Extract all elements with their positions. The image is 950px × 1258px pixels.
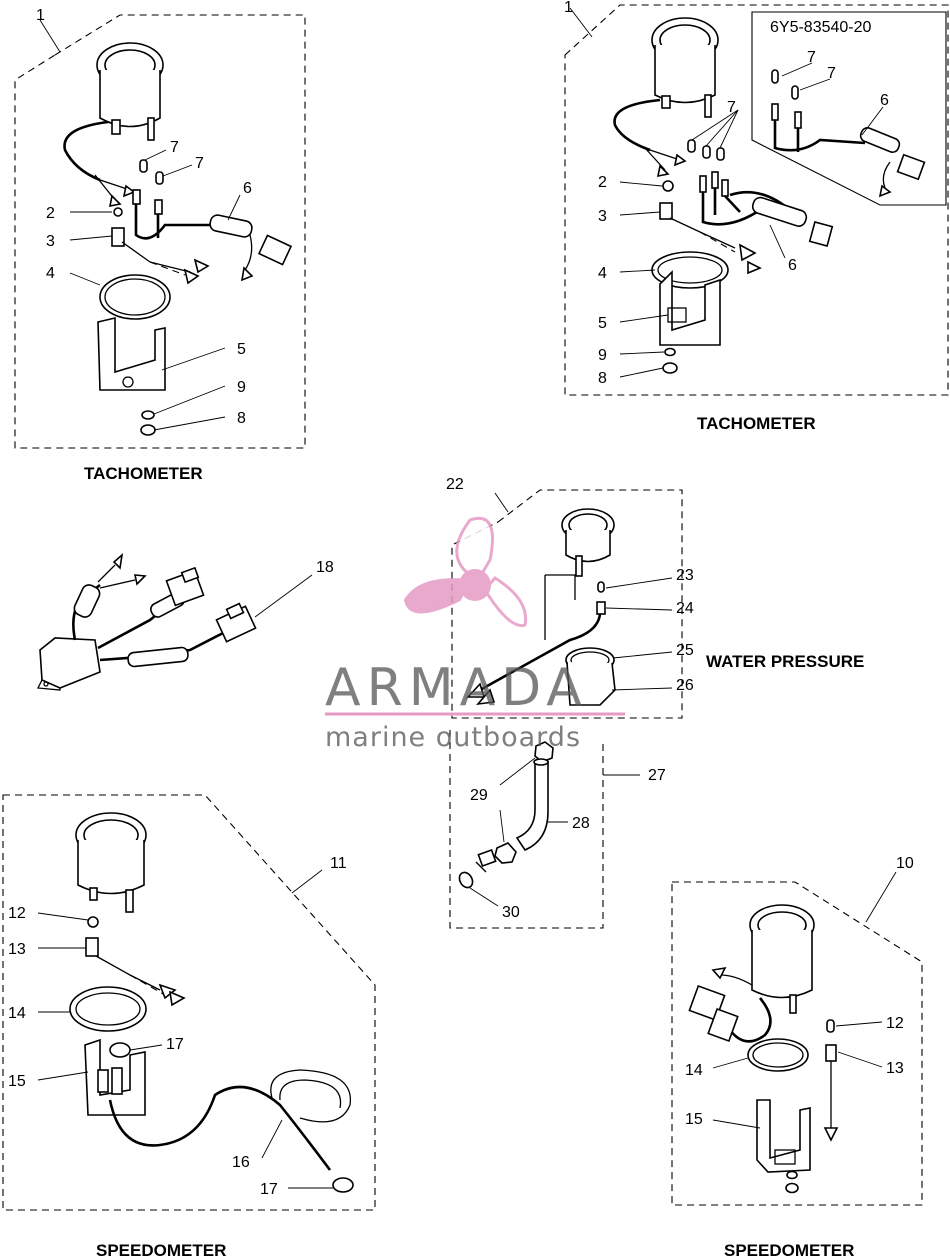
label-25: 25 [676,642,694,659]
caption-tachometer-left: TACHOMETER [84,464,203,483]
label-sl-16: 16 [232,1154,250,1171]
harness-18-assembly: 18 [36,552,334,691]
label-sl-17b: 17 [260,1181,278,1198]
label-sl-15: 15 [8,1073,26,1090]
label-sl-14: 14 [8,1005,26,1022]
caption-water-pressure: WATER PRESSURE [706,652,864,671]
label-tl-4: 4 [46,265,55,282]
label-tl-9: 9 [237,379,246,396]
label-18: 18 [316,559,334,576]
label-22: 22 [446,476,464,493]
label-tr-6b: 6 [880,92,889,109]
caption-speedometer-left: SPEEDOMETER [96,1241,226,1258]
label-tr-6: 6 [788,257,797,274]
label-28: 28 [572,815,590,832]
label-24: 24 [676,600,694,617]
tachometer-right-assembly: 6Y5-83540-20 7 7 6 [564,0,949,433]
label-tl-1: 1 [36,7,45,24]
label-tl-5: 5 [237,341,246,358]
label-tl-2: 2 [46,205,55,222]
label-sl-17a: 17 [166,1036,184,1053]
label-sr-14: 14 [685,1062,703,1079]
label-29: 29 [470,787,488,804]
label-tr-7b: 7 [807,49,816,66]
label-tl-7a: 7 [170,139,179,156]
label-tr-4: 4 [598,265,607,282]
label-tr-8: 8 [598,370,607,387]
label-30: 30 [502,904,520,921]
label-tr-2: 2 [598,174,607,191]
watermark-brand: ARMADA [325,658,588,718]
label-tr-1: 1 [564,0,573,16]
label-tr-7c: 7 [827,65,836,82]
armada-watermark: ARMADA marine outboards [325,517,625,753]
label-sl-13: 13 [8,941,26,958]
label-tr-7: 7 [727,99,736,116]
label-tr-5: 5 [598,315,607,332]
label-tr-9: 9 [598,347,607,364]
label-tl-8: 8 [237,410,246,427]
speedometer-left-assembly: 11 12 13 14 [2,794,376,1258]
label-sr-15: 15 [685,1111,703,1128]
label-sr-10: 10 [896,855,914,872]
label-23: 23 [676,567,694,584]
label-tl-3: 3 [46,233,55,250]
label-sl-11: 11 [330,855,347,872]
label-sr-13: 13 [886,1060,904,1077]
speedometer-right-assembly: 10 12 13 14 15 SPEEDOMETER [671,855,923,1258]
propeller-logo-icon [403,517,528,628]
code-box-label: 6Y5-83540-20 [770,19,872,36]
caption-speedometer-right: SPEEDOMETER [724,1241,854,1258]
label-26: 26 [676,677,694,694]
label-27: 27 [648,767,666,784]
water-pressure-assembly: 22 23 24 25 26 WATER PRESSURE 27 29 [446,476,864,929]
label-tl-6: 6 [243,180,252,197]
label-sl-12: 12 [8,905,26,922]
label-tr-3: 3 [598,208,607,225]
label-sr-12: 12 [886,1015,904,1032]
caption-tachometer-right: TACHOMETER [697,414,816,433]
tachometer-left-assembly: 1 7 7 6 2 3 4 5 9 8 TACHOMETER [14,7,306,483]
label-tl-7b: 7 [195,155,204,172]
watermark-tagline: marine outboards [325,722,581,753]
